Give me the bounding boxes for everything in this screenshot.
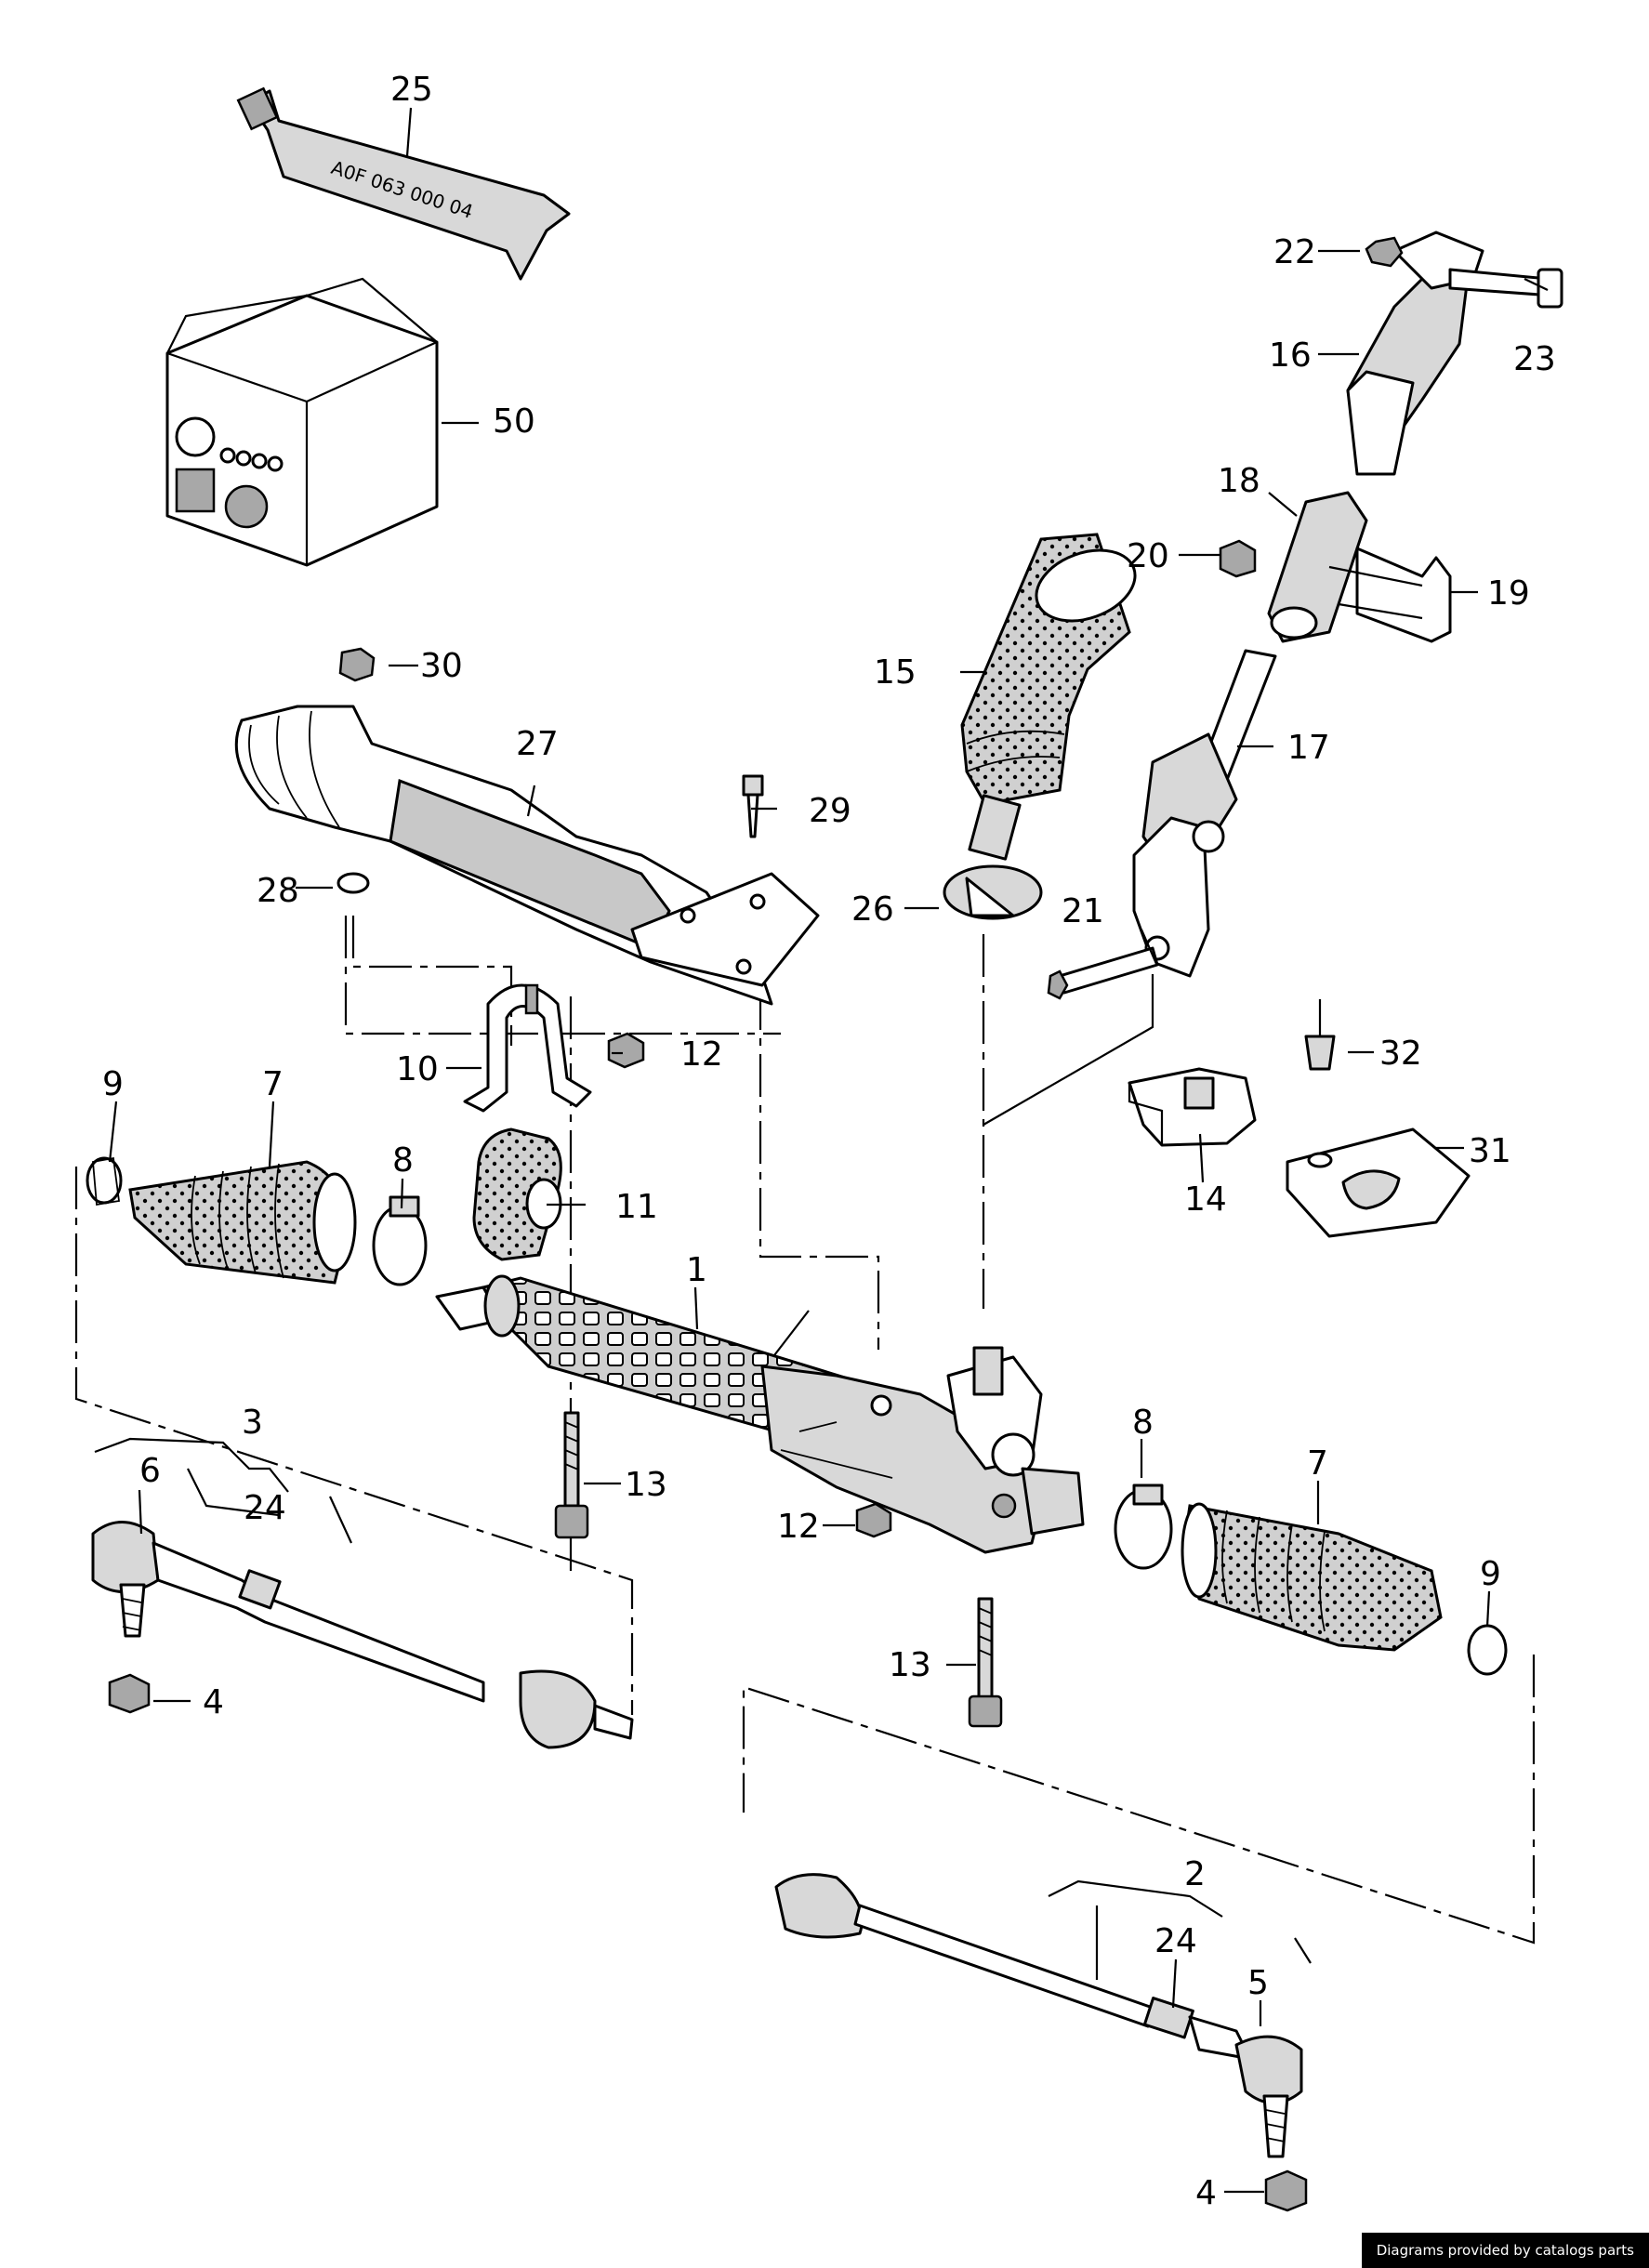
coupling-sleeve	[1219, 491, 1452, 643]
callout-19: 19	[1487, 574, 1530, 613]
steering-column-boot	[960, 533, 1137, 861]
callout-2: 2	[1184, 1855, 1206, 1893]
callout-26: 26	[851, 890, 894, 929]
callout-24a: 24	[244, 1489, 286, 1527]
callout-32: 32	[1379, 1035, 1422, 1073]
callout-8a: 8	[392, 1141, 414, 1180]
mounting-bolts	[554, 1411, 1003, 1728]
callout-12a: 12	[680, 1035, 723, 1074]
credit-badge: Diagrams provided by catalogs parts	[1361, 2233, 1649, 2268]
callout-11: 11	[615, 1188, 658, 1226]
leader-lines	[94, 107, 1549, 2194]
callout-13a: 13	[625, 1466, 667, 1504]
callout-30: 30	[420, 647, 463, 685]
callout-27: 27	[516, 725, 559, 763]
boot-plate	[943, 864, 1043, 920]
right-boot-set	[1114, 1483, 1508, 1676]
callout-1: 1	[686, 1251, 707, 1289]
callout-8b: 8	[1132, 1404, 1154, 1442]
callout-10: 10	[396, 1050, 439, 1088]
callout-16: 16	[1269, 336, 1312, 375]
heat-shield	[234, 705, 820, 1006]
callout-15: 15	[874, 653, 917, 692]
callout-18: 18	[1218, 462, 1260, 500]
callout-4a: 4	[203, 1683, 224, 1721]
callout-9a: 9	[102, 1065, 124, 1103]
left-boot-set	[86, 1156, 428, 1286]
callout-7a: 7	[262, 1065, 284, 1103]
callout-17: 17	[1287, 729, 1330, 767]
callout-5: 5	[1247, 1964, 1269, 2002]
grease-tube: A0F 063 000 04	[236, 86, 571, 281]
callout-21: 21	[1062, 892, 1104, 930]
steering-bracket	[1128, 1067, 1257, 1147]
intermediate-shaft	[1047, 649, 1277, 1000]
callout-50: 50	[493, 402, 535, 441]
callout-20: 20	[1127, 537, 1169, 575]
steering-rack	[435, 1274, 1085, 1554]
callout-7b: 7	[1307, 1444, 1328, 1483]
callout-14: 14	[1184, 1180, 1227, 1219]
callout-23: 23	[1513, 340, 1556, 378]
callout-9b: 9	[1480, 1555, 1501, 1593]
callout-31: 31	[1469, 1132, 1511, 1170]
heat-plate	[1286, 999, 1471, 1238]
callout-24b: 24	[1154, 1922, 1197, 1960]
shield-hardware	[336, 647, 764, 894]
rack-clamp	[463, 983, 645, 1261]
callout-25: 25	[390, 71, 433, 109]
parts-box	[165, 277, 439, 567]
right-tie-rod	[774, 1873, 1308, 2212]
callout-12b: 12	[777, 1508, 820, 1546]
left-tie-rod	[91, 1521, 634, 1749]
callout-22: 22	[1273, 233, 1316, 271]
callout-4b: 4	[1195, 2174, 1217, 2212]
callout-13b: 13	[889, 1646, 931, 1684]
upper-universal-joint	[1346, 231, 1563, 476]
callout-3: 3	[242, 1404, 263, 1442]
callouts: 25 50 22 23 16 18 20 19 15 17 26 21 30 2…	[102, 71, 1556, 2212]
callout-6: 6	[139, 1452, 161, 1490]
callout-28: 28	[257, 872, 299, 910]
callout-29: 29	[809, 792, 851, 830]
